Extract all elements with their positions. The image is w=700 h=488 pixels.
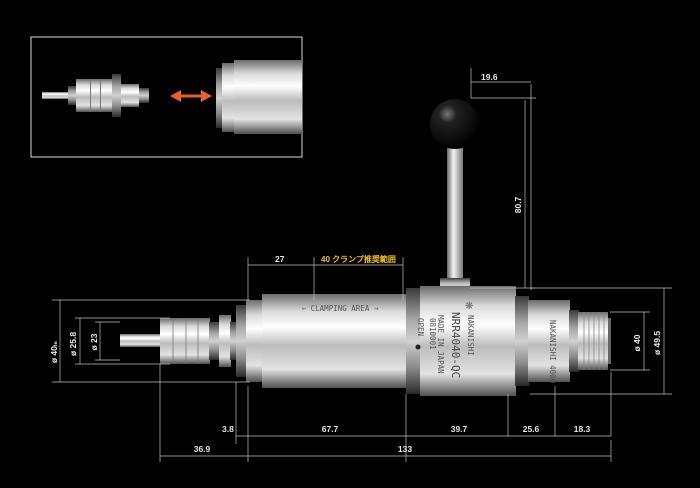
dim-len-67-7: 67.7 <box>322 424 339 434</box>
rear-body <box>528 300 570 382</box>
lever-ball-knob <box>430 99 480 149</box>
clamp-ring <box>420 286 516 396</box>
made-in-engraving: MADE IN JAPAN <box>436 315 445 374</box>
inset-collet-chuck <box>76 79 112 112</box>
inset-double-arrow-icon <box>170 90 212 102</box>
open-engraving: OPEN <box>416 318 425 336</box>
serial-engraving: 0810001 <box>428 318 437 350</box>
dim-clamp-area: 40 クランプ推奨範囲 <box>321 254 396 264</box>
model-engraving: NRR4040-QC <box>449 312 462 378</box>
spindle-body <box>262 294 408 388</box>
dim-lever-offset: 19.6 <box>481 72 498 82</box>
dimension-lines <box>52 68 672 462</box>
open-indicator-dot <box>415 344 421 350</box>
dim-dia-40l: ø 40ₗ₆ <box>49 341 59 363</box>
collet-nut <box>160 318 210 364</box>
inset-tool-bit <box>42 92 72 99</box>
dim-dia-49-5: ø 49.5 <box>652 331 662 355</box>
dim-len-36-9: 36.9 <box>194 444 211 454</box>
dim-dia-25-8: ø 25.8 <box>68 332 78 356</box>
dim-lever-height: 80.7 <box>513 196 523 213</box>
brand-engraving: NAKANISHI <box>466 315 475 356</box>
dim-len-133: 133 <box>398 444 412 454</box>
clamping-area-engraving: ← CLAMPING AREA → <box>302 304 379 313</box>
main-spindle <box>120 99 611 396</box>
motor-engraving: NAKANISHI 4000 <box>548 320 557 384</box>
logo-icon: ❋ <box>465 301 473 312</box>
lever-rod <box>447 140 463 290</box>
tool-shank <box>120 334 162 347</box>
inset-panel <box>30 36 303 158</box>
dim-len-25-6: 25.6 <box>523 424 540 434</box>
dim-clamp-start: 27 <box>275 254 285 264</box>
rear-thread <box>578 312 608 370</box>
dim-dia-23: ø 23 <box>89 333 99 350</box>
dim-len-39-7: 39.7 <box>451 424 468 434</box>
inset-spindle-body <box>234 60 302 134</box>
dim-len-18-3: 18.3 <box>574 424 591 434</box>
dim-len-3-8: 3.8 <box>222 424 234 434</box>
dim-dia-40: ø 40 <box>632 334 642 351</box>
